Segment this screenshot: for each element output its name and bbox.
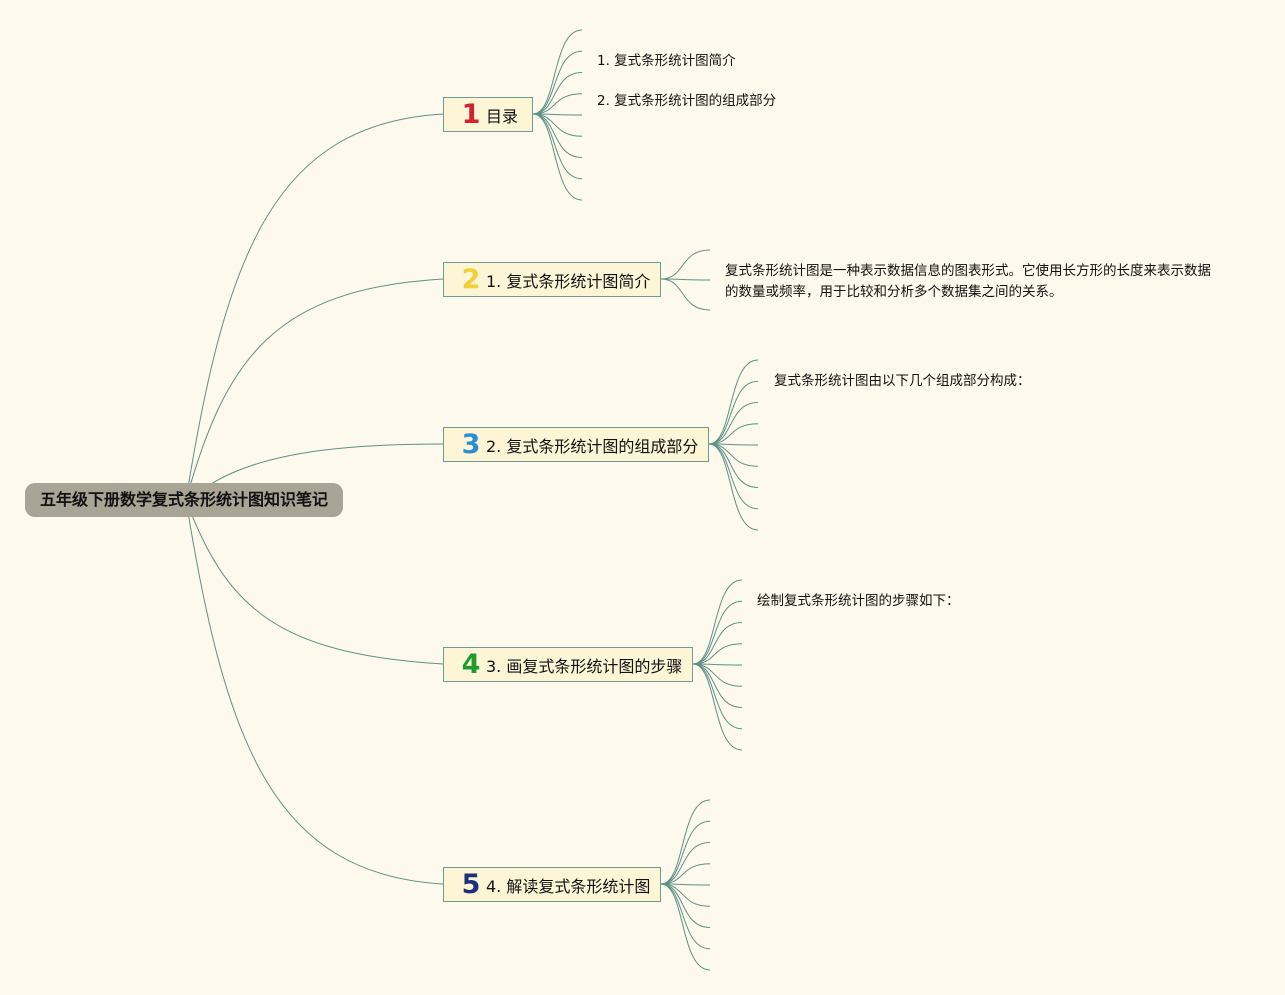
leaf-branch-line [660, 799, 711, 885]
leaf-branch-line [708, 380, 759, 445]
main-branch-connectors [185, 113, 444, 885]
leaf-branch-line [692, 622, 743, 665]
leaf-branch-line [692, 663, 743, 730]
number-1-icon: 1 [461, 98, 481, 130]
topic-interpretation[interactable]: 5 4. 解读复式条形统计图 [443, 867, 661, 902]
root-topic-label: 五年级下册数学复式条形统计图知识笔记 [39, 490, 328, 509]
leaf-branch-line [708, 443, 759, 531]
topic-label: 4. 解读复式条形统计图 [486, 876, 651, 896]
leaf-branch-line [532, 72, 583, 115]
topic-introduction[interactable]: 2 1. 复式条形统计图简介 [443, 262, 661, 297]
topic-label: 3. 画复式条形统计图的步骤 [486, 656, 683, 676]
leaf-branch-line [708, 423, 759, 445]
leaf-branch-line [692, 643, 743, 665]
topic-table-of-contents[interactable]: 1 目录 [443, 97, 533, 132]
leaf-label: 1. 复式条形统计图简介 [597, 53, 736, 69]
leaf-branch-line [660, 883, 711, 928]
leaf-branch-line [708, 443, 759, 510]
leaf-branch-line [532, 113, 583, 201]
leaf-label: 2. 复式条形统计图的组成部分 [597, 93, 777, 109]
main-branch-line [210, 443, 444, 485]
leaf-branch-connectors [532, 29, 759, 971]
leaf-branch-line [532, 113, 583, 158]
leaf-branch-line [692, 663, 743, 708]
leaf-branch-line [708, 359, 759, 445]
main-branch-line [185, 278, 444, 501]
main-branch-line [185, 499, 444, 665]
topic-label: 2. 复式条形统计图的组成部分 [486, 436, 699, 456]
leaf-branch-line [532, 29, 583, 115]
leaf-branch-line [692, 600, 743, 665]
topic-components[interactable]: 3 2. 复式条形统计图的组成部分 [443, 427, 709, 462]
leaf-branch-line [660, 278, 711, 311]
number-5-icon: 5 [461, 868, 481, 900]
main-branch-line [185, 113, 444, 501]
leaf-branch-line [660, 249, 711, 280]
toc-item-components[interactable]: 2. 复式条形统计图的组成部分 [597, 91, 776, 112]
leaf-branch-line [692, 663, 743, 751]
topic-drawing-steps[interactable]: 4 3. 画复式条形统计图的步骤 [443, 647, 693, 682]
leaf-label: 绘制复式条形统计图的步骤如下： [757, 593, 960, 609]
leaf-branch-line [660, 820, 711, 885]
leaf-branch-line [660, 863, 711, 885]
number-4-icon: 4 [461, 648, 481, 680]
leaf-branch-line [532, 113, 583, 180]
intro-description[interactable]: 复式条形统计图是一种表示数据信息的图表形式。它使用长方形的长度来表示数据的数量或… [725, 261, 1220, 303]
leaf-branch-line [660, 278, 711, 281]
topic-label: 1. 复式条形统计图简介 [486, 271, 651, 291]
main-branch-line [185, 499, 444, 885]
number-3-icon: 3 [461, 428, 481, 460]
leaf-branch-line [708, 402, 759, 445]
number-2-icon: 2 [461, 263, 481, 295]
components-description[interactable]: 复式条形统计图由以下几个组成部分构成： [774, 371, 1031, 392]
leaf-branch-line [660, 883, 711, 971]
leaf-branch-line [660, 883, 711, 950]
leaf-branch-line [532, 93, 583, 115]
root-topic[interactable]: 五年级下册数学复式条形统计图知识笔记 [25, 483, 343, 517]
leaf-label: 复式条形统计图是一种表示数据信息的图表形式。它使用长方形的长度来表示数据的数量或… [725, 263, 1211, 300]
leaf-branch-line [532, 50, 583, 115]
leaf-branch-line [692, 579, 743, 665]
topic-label: 目录 [486, 106, 519, 126]
leaf-label: 复式条形统计图由以下几个组成部分构成： [774, 373, 1031, 389]
toc-item-intro[interactable]: 1. 复式条形统计图简介 [597, 51, 736, 72]
leaf-branch-line [708, 443, 759, 488]
leaf-branch-line [660, 842, 711, 885]
steps-description[interactable]: 绘制复式条形统计图的步骤如下： [757, 591, 960, 612]
